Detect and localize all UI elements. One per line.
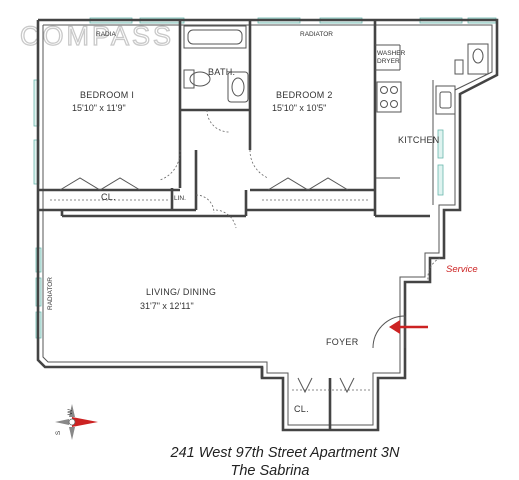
kitchen-fixtures <box>376 43 489 205</box>
bath-name: BATH. <box>208 67 235 77</box>
door-swings <box>159 109 441 349</box>
compass-w-label: W <box>67 408 74 415</box>
closet1-name: CL. <box>101 192 116 202</box>
address-caption: 241 West 97th Street Apartment 3N <box>170 445 400 461</box>
compass-watermark: COMPASS <box>20 21 174 51</box>
compass-s-label: S <box>55 430 62 435</box>
exterior-walls <box>36 18 499 432</box>
bedroom2-dims: 15'10" x 10'5" <box>272 103 326 113</box>
interior-walls <box>38 20 430 430</box>
bedroom2-name: BEDROOM 2 <box>276 90 333 100</box>
linen-name: LIN. <box>174 195 186 202</box>
closet2-name: CL. <box>294 404 309 414</box>
closet-doors <box>59 177 355 394</box>
living-dims: 31'7" x 12'11" <box>140 301 194 311</box>
kitchen-name: KITCHEN <box>398 135 440 145</box>
radiator-left-label: RADIATOR <box>47 277 54 310</box>
bedroom1-name: BEDROOM I <box>80 90 134 100</box>
bath-fixtures <box>183 25 249 103</box>
bedroom1-dims: 15'10" x 11'9" <box>72 103 126 113</box>
living-name: LIVING/ DINING <box>146 287 216 297</box>
dryer-label: DRYER <box>377 58 400 65</box>
room-labels: BEDROOM I 15'10" x 11'9" BEDROOM 2 15'10… <box>72 67 440 414</box>
building-name-caption: The Sabrina <box>231 463 310 479</box>
windows <box>33 17 497 339</box>
foyer-name: FOYER <box>326 337 359 347</box>
compass-rose-icon: W S <box>55 404 98 440</box>
service-label: Service <box>446 264 478 275</box>
radiator-small-label: RADIA <box>96 31 117 38</box>
entry-arrow-icon <box>389 320 428 334</box>
closet-shelves <box>50 199 372 391</box>
washer-label: WASHER <box>377 50 406 57</box>
fixture-labels: RADIATOR RADIA RADIATOR WASHER DRYER <box>47 31 406 310</box>
radiator-top-label: RADIATOR <box>300 31 333 38</box>
